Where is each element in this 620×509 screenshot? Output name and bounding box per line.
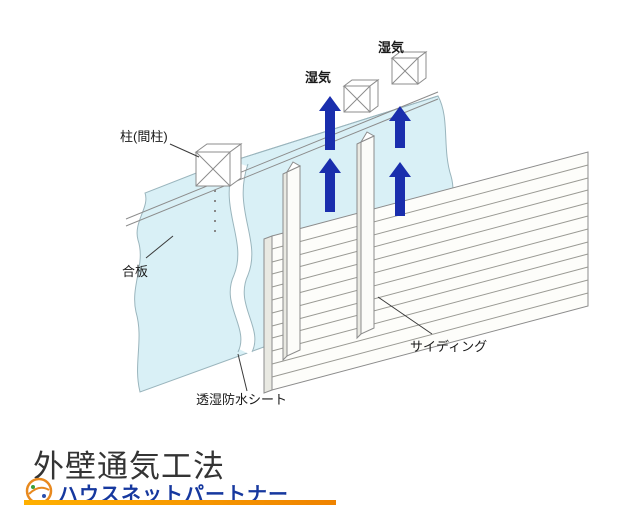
airflow-arrow-icon [389, 162, 411, 216]
airflow-arrow-icon [319, 158, 341, 212]
furring-rail-line [125, 98, 439, 227]
label-breathable-sheet: 透湿防水シート [196, 392, 287, 407]
airflow-arrow-icon [389, 106, 411, 148]
furring-cross-section [390, 51, 428, 85]
furring-strip [356, 131, 376, 340]
leader-line-siding [377, 296, 433, 335]
furring-strip [282, 161, 302, 362]
brand-underline [24, 500, 336, 505]
leader-line-pillar [169, 143, 200, 158]
airflow-arrow-icon [319, 96, 341, 150]
sheet-seam-edge-left [228, 163, 242, 353]
label-pillar: 柱(間柱) [120, 129, 168, 144]
siding-left-edge [263, 235, 273, 394]
pillar-cross-section [194, 143, 243, 187]
label-plywood: 合板 [122, 264, 148, 279]
sheet-seam-edge-right [242, 163, 256, 353]
leader-line-sheet [237, 353, 248, 392]
label-moisture-left: 湿気 [305, 70, 331, 85]
diagram-title: 外壁通気工法 [33, 449, 225, 484]
furring-cross-section [342, 79, 380, 113]
siding-panel [263, 151, 589, 394]
furring-rail-line [125, 91, 439, 220]
label-moisture-right: 湿気 [378, 40, 404, 55]
leader-line-plywood [145, 235, 174, 259]
label-siding: サイディング [410, 339, 487, 354]
sheet-seam [229, 161, 255, 356]
siding-boards-lines [271, 164, 589, 378]
